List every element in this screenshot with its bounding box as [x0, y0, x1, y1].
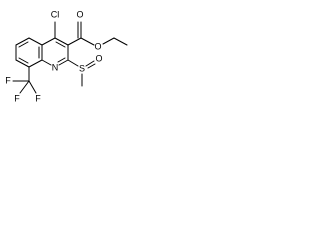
ester-oxygen-atom: O: [94, 41, 101, 51]
double-bond-c5-c6: [18, 41, 29, 48]
fluorine-atom-1: F: [5, 75, 11, 85]
bond-c8-c8a: [28, 59, 43, 68]
pyridine-ring: [41, 37, 69, 66]
bond-c4-c3: [54, 37, 69, 46]
bond-c-o-ester: [80, 37, 95, 46]
bond-s-o: [85, 60, 95, 67]
bond-c-f-down-left: [19, 80, 30, 94]
sulfinyl-oxygen-atom: O: [95, 53, 102, 63]
ring-nitrogen-atom: N: [52, 62, 59, 72]
bond-o-ch2: [102, 37, 115, 45]
chlorine-atom: Cl: [51, 9, 60, 19]
bond-c-f-down-right: [28, 80, 37, 94]
benzo-ring: [15, 37, 43, 68]
sulfur-atom: S: [79, 63, 85, 73]
bond-c7-c8: [15, 59, 30, 68]
double-bond-c7-c8: [18, 57, 29, 64]
bond-ch2-ch3: [113, 37, 128, 46]
fluorine-atom-2: F: [14, 93, 20, 103]
bond-c2-n1: [58, 59, 69, 66]
bond-c3-ccarbonyl: [67, 37, 82, 46]
bond-c5-c6: [15, 37, 30, 46]
bond-n1-c8a: [41, 59, 52, 66]
bond-c4a-c4: [41, 37, 56, 46]
structure-diagram: Cl O O N S O F F F: [5, 9, 128, 103]
bond-c4a-c5: [28, 37, 43, 46]
carbonyl-oxygen-atom: O: [76, 9, 83, 19]
fluorine-atom-3: F: [35, 93, 41, 103]
double-bond-s-o: [87, 63, 96, 69]
double-bond-c4-c3: [55, 41, 66, 48]
double-bond-c2-n1: [57, 57, 66, 63]
bond-c2-s: [67, 59, 79, 67]
